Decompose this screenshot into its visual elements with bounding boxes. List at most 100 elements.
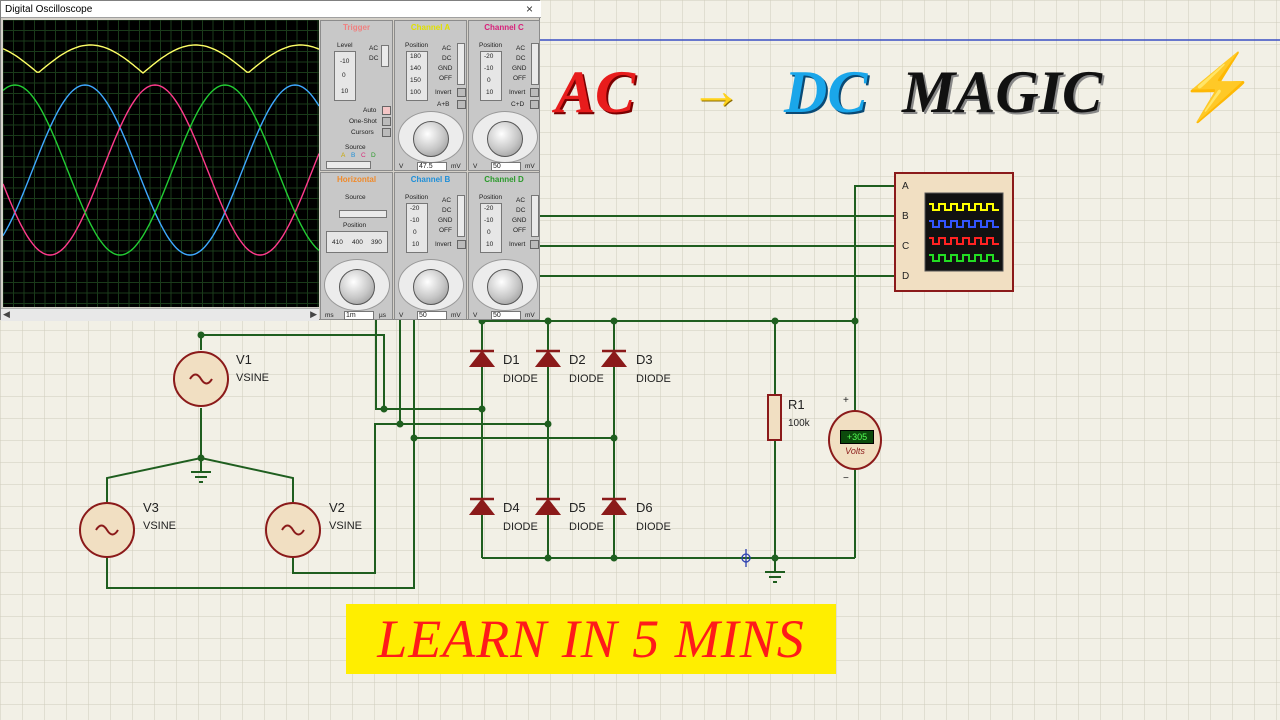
d6-label: D6 (636, 500, 653, 515)
trigger-level-label: Level (337, 42, 353, 49)
channel-d-invert-button[interactable] (530, 240, 539, 249)
v3-type: VSINE (143, 520, 177, 532)
v2-type: VSINE (329, 520, 363, 532)
channel-b-coupling-switch[interactable] (457, 195, 465, 237)
horizontal-position-wheel[interactable]: 410 400 390 (326, 231, 388, 253)
trace-channel-c (3, 84, 319, 256)
scroll-left-icon[interactable]: ◀ (3, 309, 10, 319)
d6-type: DIODE (636, 521, 671, 533)
scope-input-a: A (902, 181, 909, 192)
headline-magic: MAGIC (902, 59, 1103, 125)
diode-d4[interactable] (468, 497, 496, 515)
ground-symbols (191, 471, 785, 583)
channel-b-volts-knob[interactable] (413, 269, 449, 305)
horizontal-panel: Horizontal Source Position 410 400 390 1… (320, 172, 393, 320)
d5-type: DIODE (569, 521, 604, 533)
channel-a-volts-knob[interactable] (413, 121, 449, 157)
horizontal-source-label: Source (345, 194, 366, 201)
dc-voltmeter[interactable]: +305 Volts (828, 410, 882, 470)
v1-label: V1 (236, 352, 252, 367)
channel-c-volts-value: 50 (491, 162, 521, 171)
v2-label: V2 (329, 500, 345, 515)
diode-d2[interactable] (534, 349, 562, 367)
trigger-panel: Trigger Level -10 0 10 AC DC Auto One-Sh… (320, 20, 393, 171)
scope-input-c: C (902, 241, 910, 252)
r1-value: 100k (788, 418, 810, 429)
r1-label: R1 (788, 397, 805, 412)
diode-d1[interactable] (468, 349, 496, 367)
voltmeter-unit: Volts (845, 446, 865, 456)
scope-input-d: D (902, 271, 910, 282)
trigger-cursors-button[interactable] (382, 128, 391, 137)
channel-d-panel: Channel D Position -20 -10 0 10 AC DC GN… (468, 172, 540, 320)
channel-a-combine-button[interactable] (457, 100, 466, 109)
trigger-source-slider[interactable] (326, 161, 371, 169)
channel-c-invert-button[interactable] (530, 88, 539, 97)
d5-label: D5 (569, 500, 586, 515)
trigger-title: Trigger (342, 23, 371, 32)
channel-a-position-slider[interactable]: 180 140 150 100 (406, 51, 428, 101)
d4-label: D4 (503, 500, 520, 515)
learn-banner: LEARN IN 5 MINS (346, 604, 836, 674)
channel-d-coupling-switch[interactable] (531, 195, 539, 237)
horizontal-timebase-knob[interactable] (339, 269, 375, 305)
channel-b-invert-button[interactable] (457, 240, 466, 249)
headline-dc: DC (784, 59, 868, 125)
d2-label: D2 (569, 352, 586, 367)
diode-d5[interactable] (534, 497, 562, 515)
channel-a-title: Channel A (410, 23, 451, 32)
trigger-auto-label: Auto (363, 107, 377, 114)
horizontal-scrollbar[interactable]: ◀ ▶ (1, 308, 319, 321)
window-titlebar[interactable]: Digital Oscilloscope × (1, 1, 541, 18)
channel-d-volts-knob[interactable] (487, 269, 523, 305)
channel-c-panel: Channel C Position -20 -10 0 10 AC DC GN… (468, 20, 540, 171)
probe-marker[interactable] (741, 549, 751, 567)
trigger-level-slider[interactable]: -10 0 10 (334, 51, 356, 101)
trigger-oneshot-button[interactable] (382, 117, 391, 126)
voltmeter-minus: − (843, 473, 849, 484)
channel-b-position-slider[interactable]: -20 -10 0 10 (406, 203, 428, 253)
d3-label: D3 (636, 352, 653, 367)
banner-text: LEARN IN 5 MINS (377, 609, 805, 669)
window-title: Digital Oscilloscope (5, 4, 93, 15)
oscilloscope-window[interactable]: Digital Oscilloscope × ◀ ▶ Trigger Level… (0, 0, 541, 321)
close-button[interactable]: × (525, 2, 533, 16)
voltmeter-reading: +305 (840, 430, 874, 444)
channel-b-panel: Channel B Position -20 -10 0 10 AC DC GN… (394, 172, 467, 320)
channel-c-combine-button[interactable] (530, 100, 539, 109)
d4-type: DIODE (503, 521, 538, 533)
horizontal-source-slider[interactable] (339, 210, 387, 218)
trigger-auto-button[interactable] (382, 106, 391, 115)
headline-arrow: → (690, 63, 742, 120)
resistor-r1[interactable] (767, 394, 782, 441)
channel-b-volts-value: 50 (417, 311, 447, 320)
horizontal-timebase-value: 1m (344, 311, 374, 320)
d3-type: DIODE (636, 373, 671, 385)
trigger-cursors-label: Cursors (351, 129, 374, 136)
channel-a-volts-value: 47.5 (417, 162, 447, 171)
scroll-right-icon[interactable]: ▶ (310, 309, 317, 319)
scope-input-b: B (902, 211, 909, 222)
trigger-ac-label: AC (369, 45, 379, 52)
channel-c-coupling-switch[interactable] (531, 43, 539, 85)
channel-a-panel: Channel A Position 180 140 150 100 AC DC… (394, 20, 467, 171)
channel-a-coupling-switch[interactable] (457, 43, 465, 85)
trigger-oneshot-label: One-Shot (349, 118, 377, 125)
v1-type: VSINE (236, 372, 270, 384)
lightning-icon: ⚡ (1178, 52, 1258, 123)
d1-label: D1 (503, 352, 520, 367)
channel-d-title: Channel D (484, 175, 524, 184)
diode-d3[interactable] (600, 349, 628, 367)
horizontal-position-label: Position (343, 222, 367, 229)
d2-type: DIODE (569, 373, 604, 385)
channel-a-invert-button[interactable] (457, 88, 466, 97)
channel-d-position-slider[interactable]: -20 -10 0 10 (480, 203, 502, 253)
trigger-dc-label: DC (369, 55, 379, 62)
channel-c-position-slider[interactable]: -20 -10 0 10 (480, 51, 502, 101)
horizontal-title: Horizontal (336, 175, 377, 184)
diode-d6[interactable] (600, 497, 628, 515)
trigger-coupling-switch[interactable] (381, 45, 389, 67)
channel-c-volts-knob[interactable] (487, 121, 523, 157)
scope-screen[interactable] (3, 20, 319, 307)
channel-c-title: Channel C (484, 23, 524, 32)
